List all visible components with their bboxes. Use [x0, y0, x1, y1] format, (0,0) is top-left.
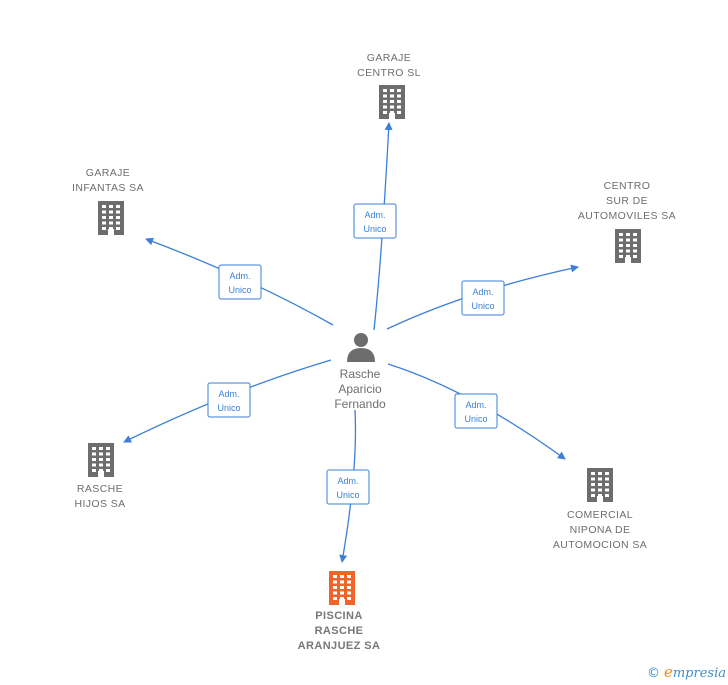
building-icon: [329, 571, 355, 605]
edge-label-text: Adm.Unico: [336, 476, 359, 500]
edge-label: Adm.Unico: [454, 393, 498, 429]
empresia-watermark: ©empresia: [647, 663, 726, 681]
edge-label: Adm.Unico: [218, 264, 262, 300]
edge-label: Adm.Unico: [326, 469, 370, 505]
building-icon: [98, 201, 124, 235]
edge-label-text: Adm.Unico: [464, 400, 487, 424]
copyright-symbol: ©: [646, 666, 660, 681]
building-icon: [88, 443, 114, 477]
edge-garaje-centro-sl: [373, 122, 393, 331]
edge-label-text: Adm.Unico: [471, 287, 494, 311]
edge-label: Adm.Unico: [207, 382, 251, 418]
building-icon: [615, 229, 641, 263]
edge-label: Adm.Unico: [461, 280, 505, 316]
edge-label: Adm.Unico: [353, 203, 397, 239]
edge-label-text: Adm.Unico: [217, 389, 240, 413]
person-icon: [347, 333, 375, 362]
brand-initial: e: [663, 663, 673, 681]
edge-label-text: Adm.Unico: [228, 271, 251, 295]
building-icon: [379, 85, 405, 119]
building-icon: [587, 468, 613, 502]
brand-name: mpresia: [672, 666, 726, 681]
edge-label-text: Adm.Unico: [363, 210, 386, 234]
